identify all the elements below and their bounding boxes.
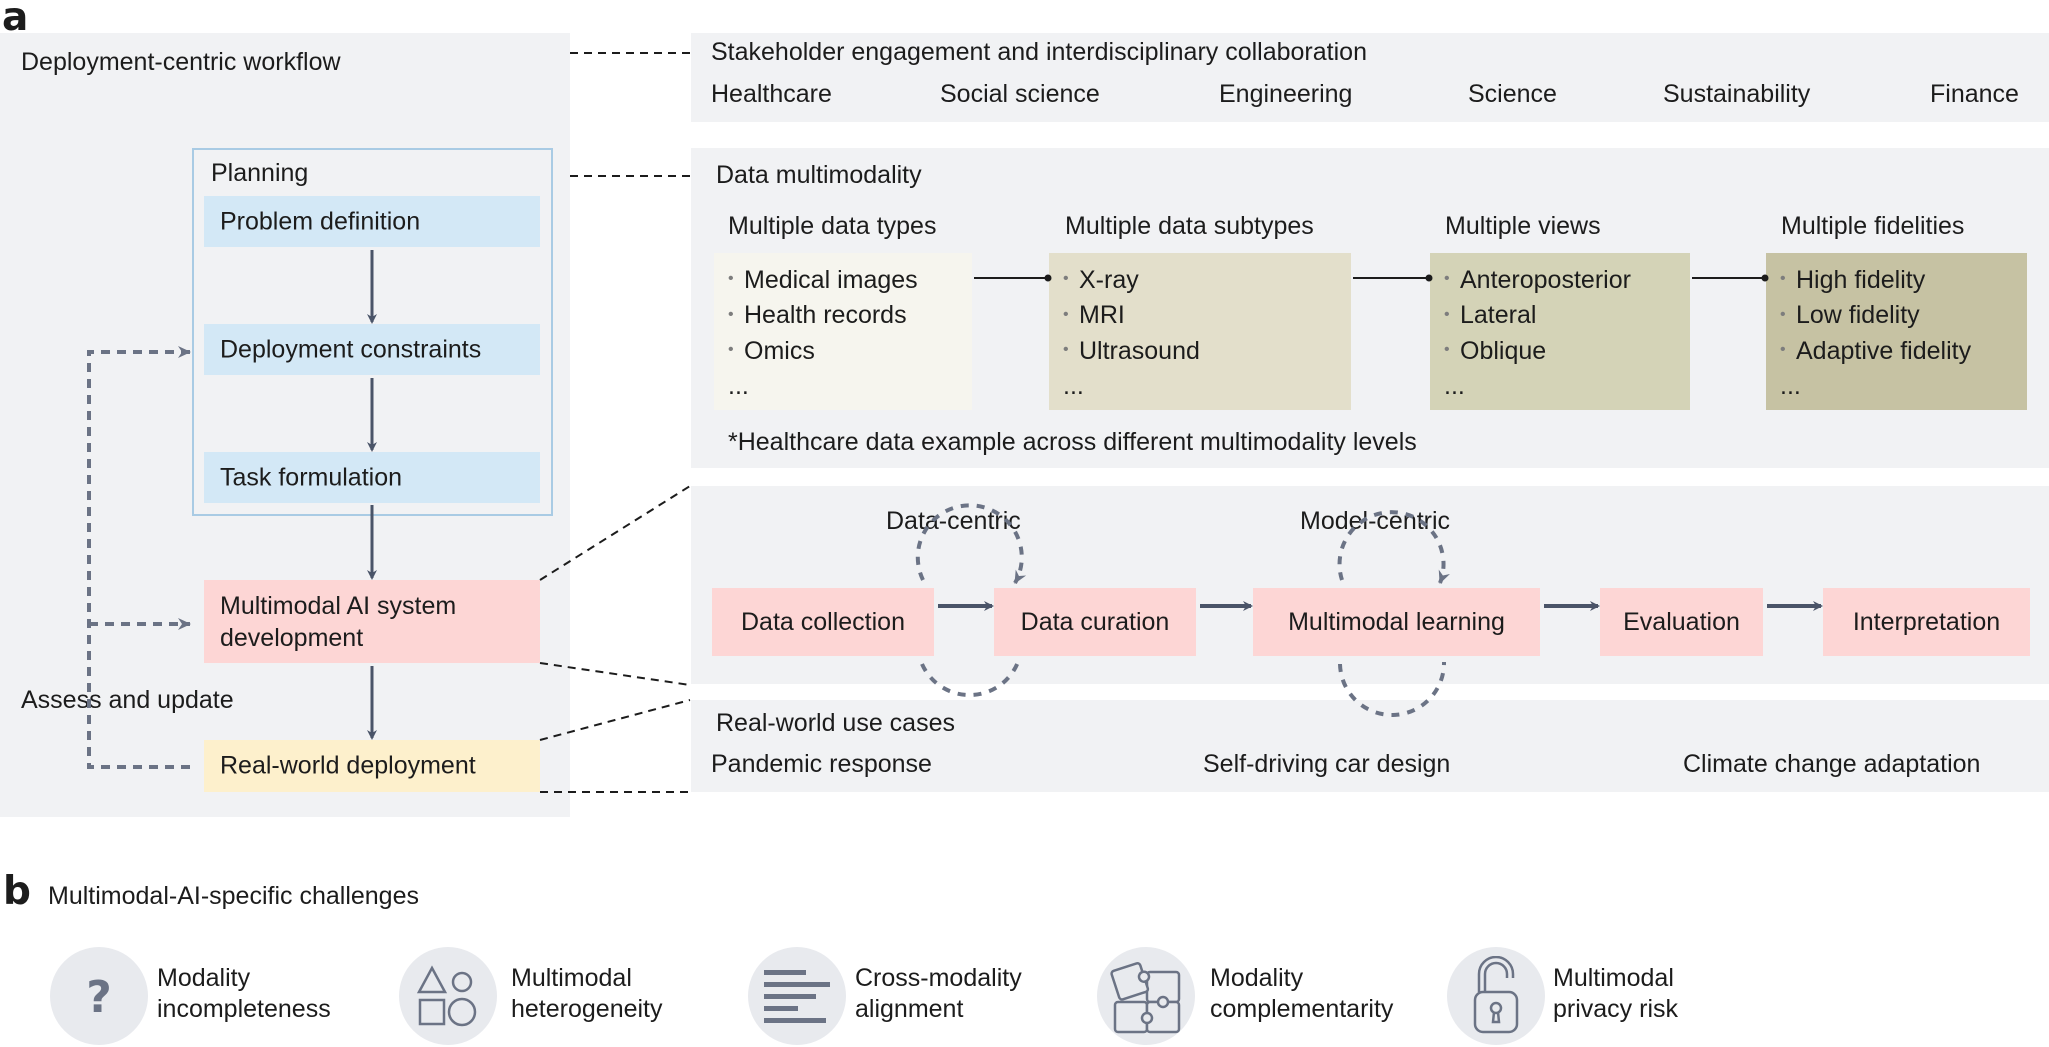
level-title-views: Multiple views (1445, 212, 1601, 240)
list-more: ... (728, 372, 749, 401)
list-item: •Anteroposterior (1444, 266, 1631, 294)
align-lines-icon (764, 970, 830, 1023)
list-more: ... (1780, 372, 1801, 401)
shapes-icon (416, 965, 477, 1027)
development-box[interactable]: Multimodal AI system development (204, 580, 540, 663)
domain-social-science: Social science (940, 80, 1100, 108)
pipeline-step-multimodal-learning[interactable]: Multimodal learning (1253, 588, 1540, 656)
views-box: •Anteroposterior •Lateral •Oblique ... (1430, 253, 1690, 410)
use-case-pandemic: Pandemic response (711, 750, 932, 778)
domain-healthcare: Healthcare (711, 80, 832, 108)
list-item: •Medical images (728, 266, 918, 294)
list-item: •Lateral (1444, 301, 1537, 330)
list-item: •Omics (728, 336, 815, 365)
data-multimodality-title: Data multimodality (716, 161, 922, 189)
panel-a-label: a (2, 0, 29, 40)
level-title-data-subtypes: Multiple data subtypes (1065, 212, 1314, 240)
domain-finance: Finance (1930, 80, 2019, 108)
challenges-title: Multimodal-AI-specific challenges (48, 882, 419, 910)
development-label-line1: Multimodal AI system (220, 591, 457, 620)
task-formulation-box[interactable]: Task formulation (204, 452, 540, 503)
domain-sustainability: Sustainability (1663, 80, 1811, 108)
list-more: ... (1444, 372, 1465, 401)
level-title-data-types: Multiple data types (728, 212, 937, 240)
list-item: •Health records (728, 301, 907, 330)
pipeline-step-data-curation[interactable]: Data curation (994, 588, 1196, 656)
svg-text:?: ? (86, 972, 112, 1023)
task-formulation-label: Task formulation (220, 462, 403, 491)
fidelities-box: •High fidelity •Low fidelity •Adaptive f… (1766, 253, 2027, 410)
problem-definition-box[interactable]: Problem definition (204, 196, 540, 247)
problem-definition-label: Problem definition (220, 206, 421, 235)
list-more: ... (1063, 372, 1084, 401)
deployment-constraints-label: Deployment constraints (220, 334, 482, 363)
panel-b-label: b (3, 869, 31, 914)
challenge-icon-circle (748, 947, 846, 1045)
list-item: •Ultrasound (1063, 336, 1200, 365)
development-label-line2: development (220, 623, 364, 652)
development-label: Multimodal AI system development (220, 590, 456, 654)
challenge-cross-modality-alignment: Cross-modality alignment (855, 964, 1022, 1023)
use-case-self-driving: Self-driving car design (1203, 750, 1451, 778)
domain-engineering: Engineering (1219, 80, 1353, 108)
challenge-icon-circle (1097, 947, 1195, 1045)
deployment-box[interactable]: Real-world deployment (204, 740, 540, 792)
question-mark-icon: ? (86, 972, 112, 1023)
challenge-multimodal-privacy-risk: Multimodal privacy risk (1553, 964, 1679, 1023)
data-multimodality-footnote: *Healthcare data example across differen… (728, 428, 1417, 456)
stakeholder-panel (691, 33, 2049, 122)
data-centric-label: Data-centric (886, 507, 1021, 535)
list-item: •Low fidelity (1780, 301, 1920, 330)
deployment-constraints-box[interactable]: Deployment constraints (204, 324, 540, 375)
data-types-box: •Medical images •Health records •Omics .… (714, 253, 972, 410)
challenge-multimodal-heterogeneity: Multimodal heterogeneity (511, 964, 663, 1023)
list-item: •Oblique (1444, 336, 1547, 365)
stakeholder-title: Stakeholder engagement and interdiscipli… (711, 38, 1367, 66)
pipeline-step-evaluation[interactable]: Evaluation (1600, 588, 1763, 656)
challenge-icon-circle: ? (50, 947, 148, 1045)
list-item: •X-ray (1063, 266, 1139, 294)
list-item: •High fidelity (1780, 266, 1926, 294)
model-centric-label: Model-centric (1300, 507, 1451, 535)
deployment-label: Real-world deployment (220, 751, 476, 780)
unlocked-padlock-icon (1473, 956, 1519, 1034)
workflow-title: Deployment-centric workflow (21, 48, 341, 76)
domain-science: Science (1468, 80, 1557, 108)
puzzle-icon (1110, 961, 1181, 1034)
planning-title: Planning (211, 159, 309, 187)
pipeline-step-data-collection[interactable]: Data collection (712, 588, 934, 656)
use-cases-title: Real-world use cases (716, 709, 955, 737)
level-title-fidelities: Multiple fidelities (1781, 212, 1965, 240)
assess-update-label: Assess and update (21, 686, 234, 714)
use-case-climate: Climate change adaptation (1683, 750, 1981, 778)
pipeline-step-interpretation[interactable]: Interpretation (1823, 588, 2030, 656)
challenge-icon-circle (399, 947, 497, 1045)
challenge-icon-circle (1447, 947, 1545, 1045)
challenge-modality-incompleteness: Modality incompleteness (157, 964, 331, 1023)
list-item: •Adaptive fidelity (1780, 336, 1972, 365)
list-item: •MRI (1063, 301, 1125, 330)
challenge-modality-complementarity: Modality complementarity (1210, 964, 1394, 1023)
data-subtypes-box: •X-ray •MRI •Ultrasound ... (1049, 253, 1351, 410)
